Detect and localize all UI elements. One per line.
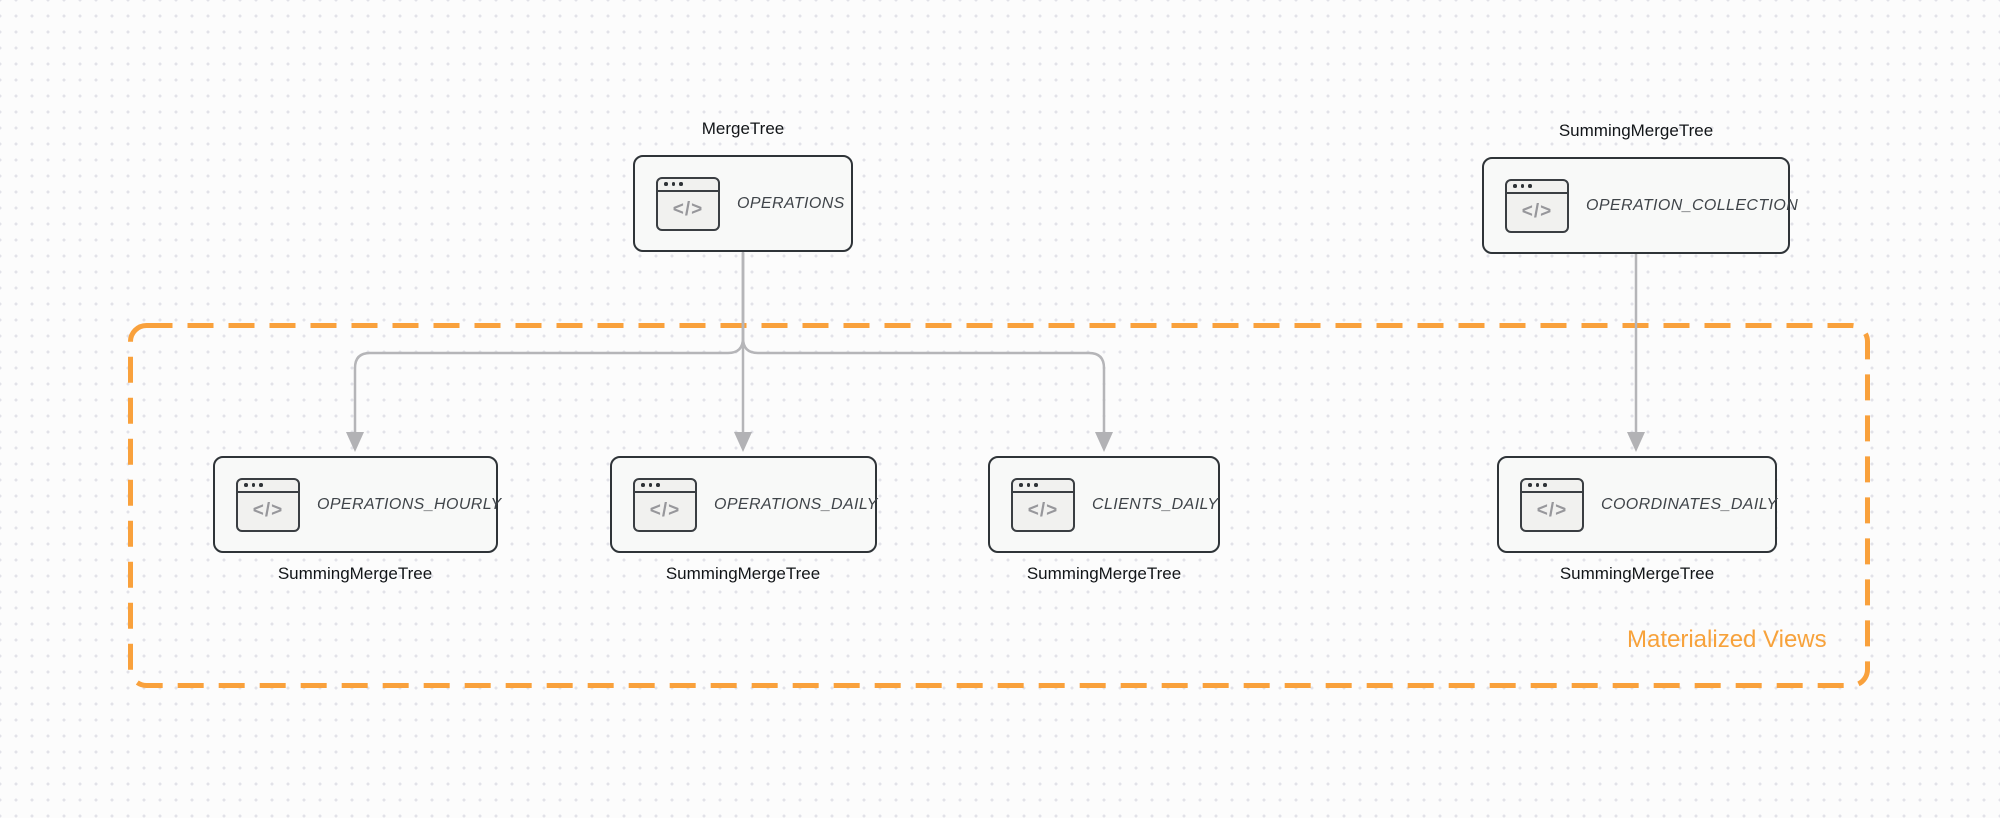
titlebar-dot [641,483,645,487]
code-glyph: </> [252,500,284,521]
titlebar-dot [1513,184,1517,188]
code-window-icon: </> [656,176,720,231]
titlebar-dot [1528,184,1532,188]
node-operations[interactable]: </> OPERATIONS [633,155,853,252]
arrowhead-clients-daily [1095,432,1113,452]
titlebar-dot [1026,483,1030,487]
table-name-label: OPERATIONS_HOURLY [317,495,502,513]
table-name-label: OPERATION_COLLECTION [1586,196,1799,214]
arrowhead-coordinates-daily [1627,432,1645,452]
titlebar-dot [1520,184,1524,188]
titlebar-dot [244,483,248,487]
titlebar-dot [251,483,255,487]
code-window-icon: </> [1505,178,1569,233]
code-window-icon: </> [633,477,697,532]
titlebar-dot [1528,483,1532,487]
code-glyph: </> [1027,500,1059,521]
code-glyph: </> [1521,201,1553,222]
table-name-label: OPERATIONS [737,194,845,212]
engine-label-operation-collection: SummingMergeTree [1558,121,1714,140]
window-titlebar [1522,480,1582,493]
window-titlebar [1013,480,1073,493]
titlebar-dot [679,182,683,186]
titlebar-dot [656,483,660,487]
materialized-views-frame-label: Materialized Views [1627,626,1827,653]
node-operations-daily[interactable]: </> OPERATIONS_DAILY [610,456,877,553]
engine-label-operations-daily: SummingMergeTree [665,564,821,583]
titlebar-dot [1543,483,1547,487]
code-window-icon: </> [1011,477,1075,532]
titlebar-dot [664,182,668,186]
arrow-operations-to-operations-hourly[interactable] [353,251,745,435]
titlebar-dot [259,483,263,487]
engine-label-operations: MergeTree [701,119,785,138]
code-glyph: </> [1536,500,1568,521]
engine-label-operations-hourly: SummingMergeTree [277,564,433,583]
code-glyph: </> [649,500,681,521]
engine-label-clients-daily: SummingMergeTree [1026,564,1182,583]
window-titlebar [635,480,695,493]
node-operation-collection[interactable]: </> OPERATION_COLLECTION [1482,157,1798,254]
table-name-label: CLIENTS_DAILY [1092,495,1219,513]
code-window-icon: </> [236,477,300,532]
window-titlebar [238,480,298,493]
code-glyph: </> [672,199,704,220]
table-name-label: COORDINATES_DAILY [1601,495,1778,513]
arrowhead-operations-daily [734,432,752,452]
code-window-icon: </> [1520,477,1584,532]
node-coordinates-daily[interactable]: </> COORDINATES_DAILY [1497,456,1777,553]
arrow-operations-to-clients-daily[interactable] [741,251,1106,435]
engine-label-coordinates-daily: SummingMergeTree [1559,564,1715,583]
arrowhead-operations-hourly [346,432,364,452]
titlebar-dot [648,483,652,487]
window-titlebar [658,179,718,192]
titlebar-dot [1019,483,1023,487]
node-clients-daily[interactable]: </> CLIENTS_DAILY [988,456,1220,553]
window-titlebar [1507,181,1567,194]
node-operations-hourly[interactable]: </> OPERATIONS_HOURLY [213,456,501,553]
titlebar-dot [1034,483,1038,487]
titlebar-dot [671,182,675,186]
table-name-label: OPERATIONS_DAILY [714,495,878,513]
titlebar-dot [1535,483,1539,487]
